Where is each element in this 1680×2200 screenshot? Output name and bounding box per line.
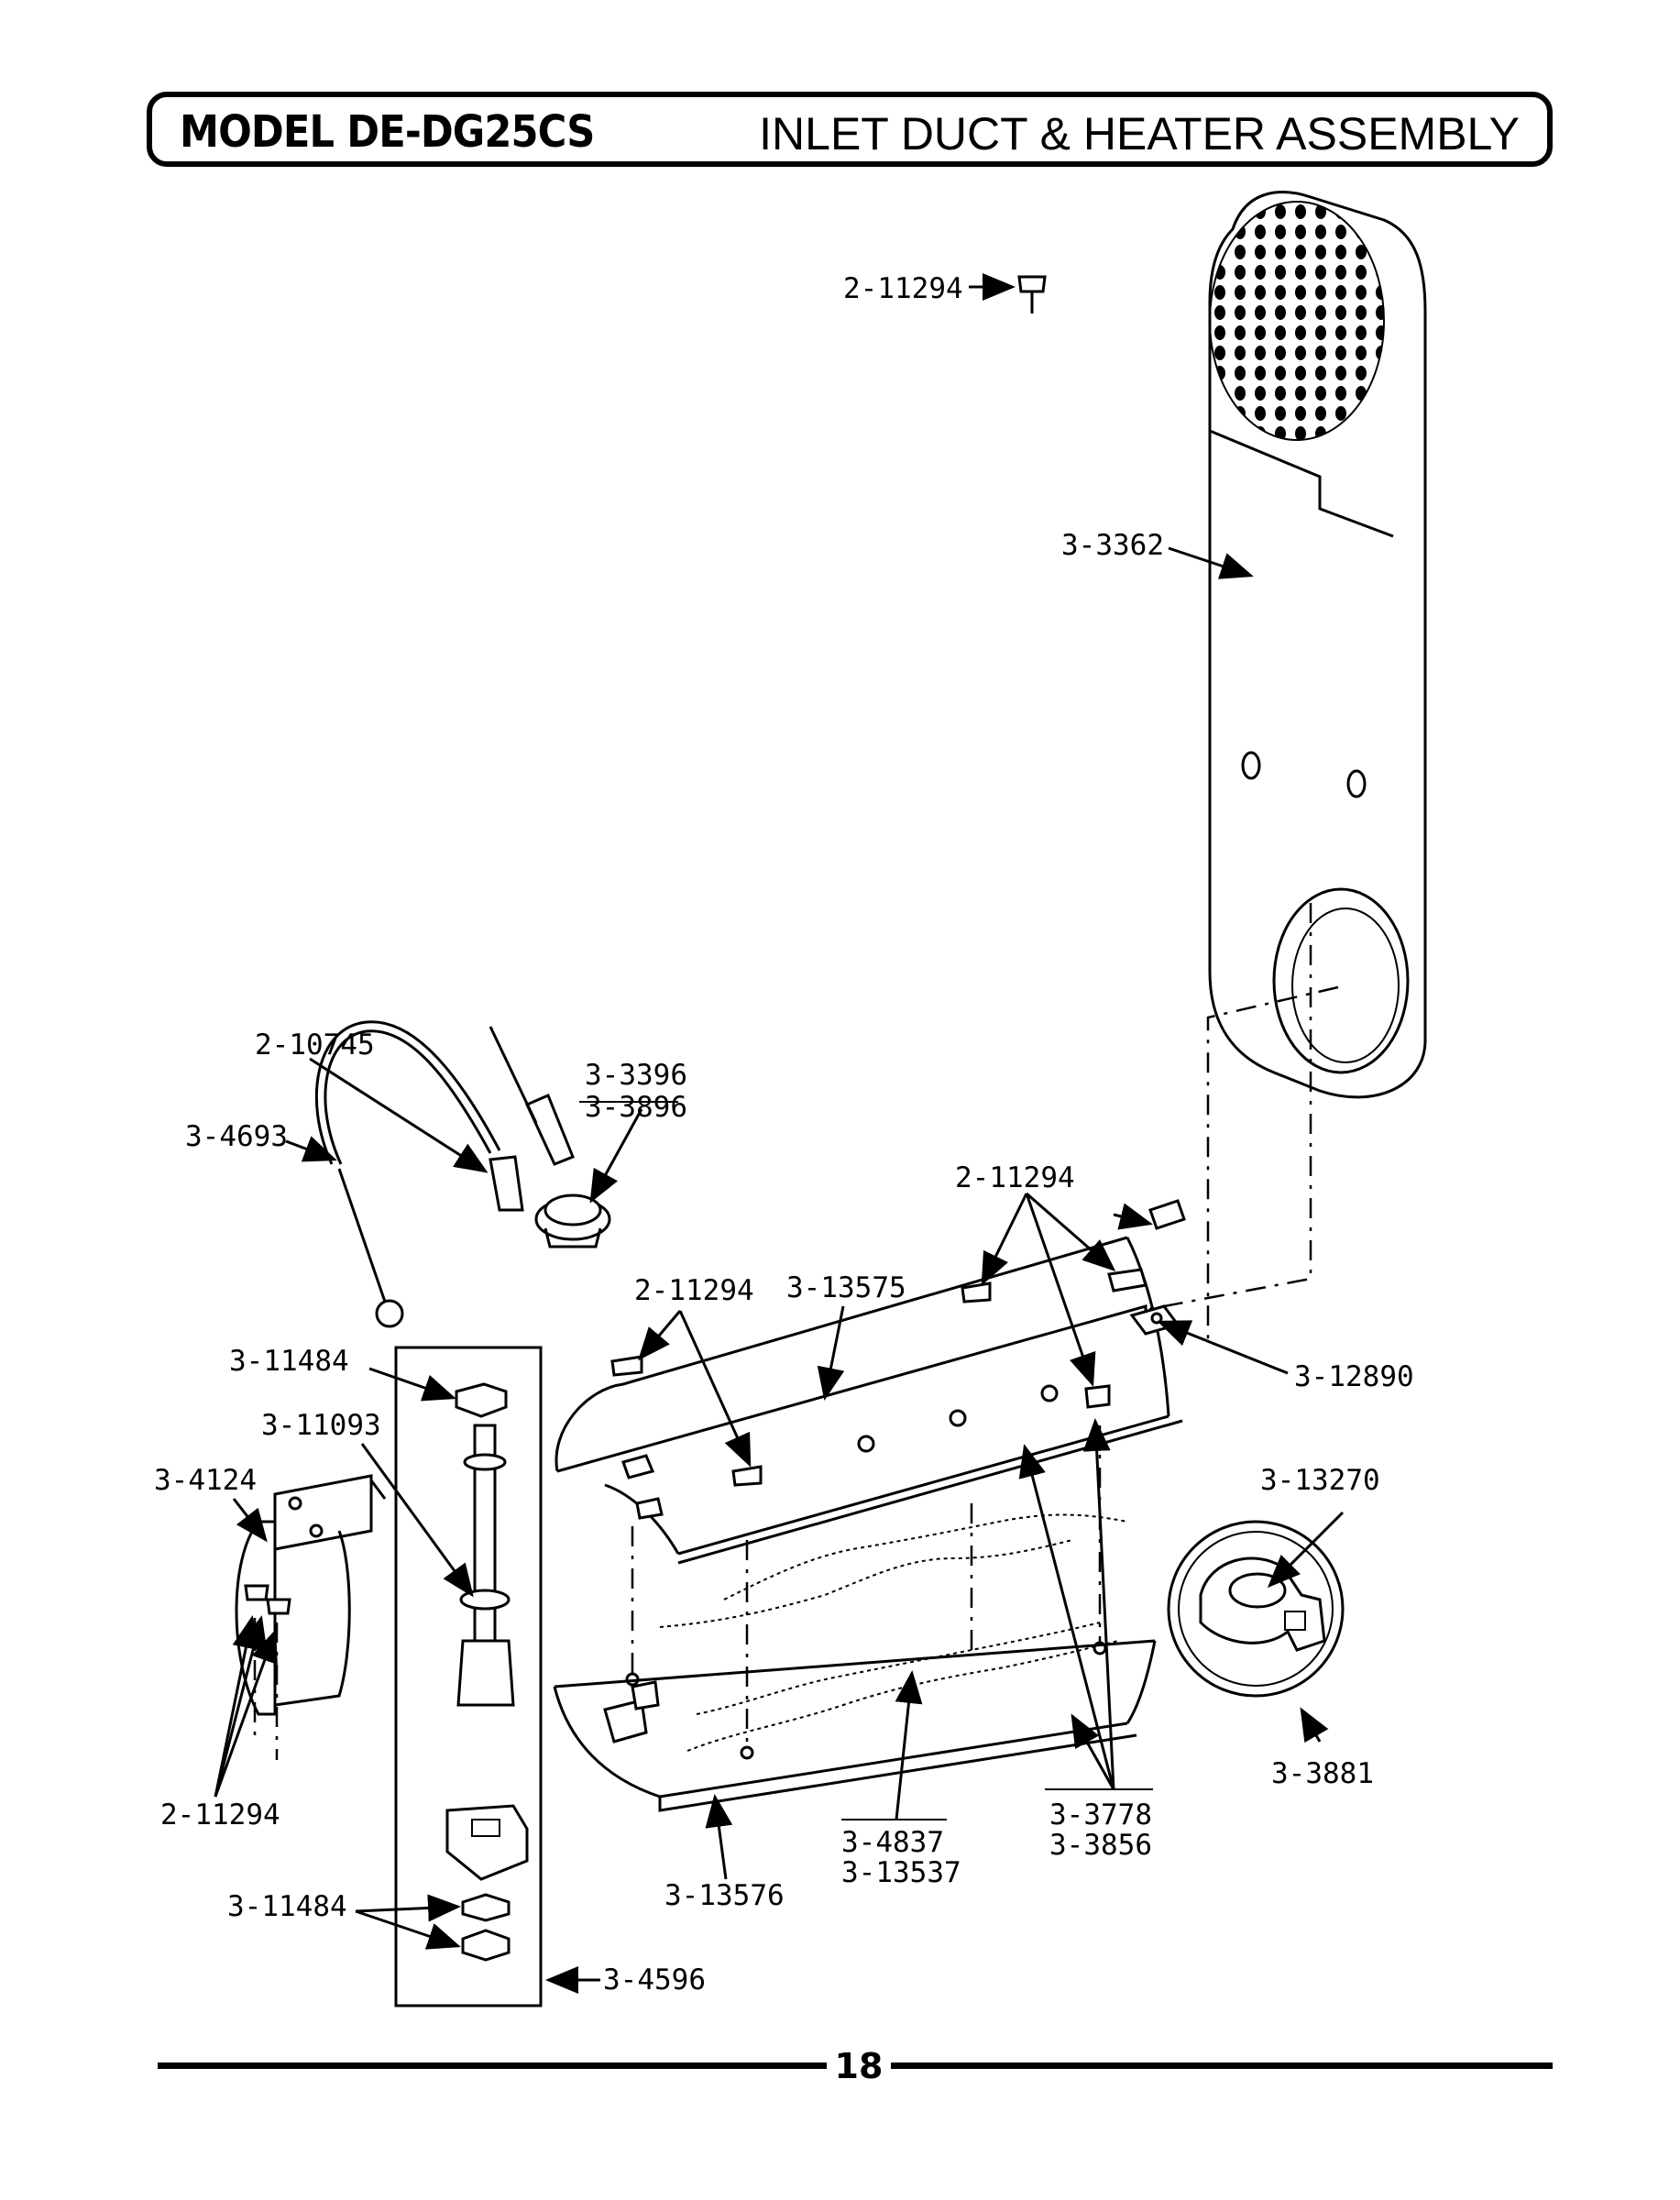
footer-rule-right	[891, 2062, 1553, 2069]
label-terminal: 2-10745	[255, 1028, 375, 1062]
inlet-duct	[1208, 191, 1427, 1099]
label-screws-mid: 2-11294	[634, 1274, 754, 1307]
label-element-a: 3-3778	[1049, 1798, 1152, 1832]
page-title: INLET DUCT & HEATER ASSEMBLY	[759, 108, 1520, 160]
label-mount-bracket: 3-4124	[154, 1464, 257, 1497]
footer-rule-left	[158, 2062, 827, 2069]
label-screws-right: 2-11294	[955, 1161, 1075, 1194]
heater-coils	[659, 1513, 1128, 1752]
label-thermostat-a: 3-3396	[585, 1059, 687, 1092]
label-stud: 3-11093	[261, 1409, 381, 1442]
label-screws-left: 2-11294	[160, 1798, 280, 1832]
thermostat-icon	[489, 1026, 611, 1248]
mount-bracket	[235, 1474, 387, 1716]
label-limit-control: 3-3881	[1271, 1757, 1374, 1790]
model-number: MODEL DE-DG25CS	[180, 106, 595, 158]
heater-screws	[610, 1199, 1186, 1520]
label-inlet-duct: 3-3362	[1061, 529, 1164, 562]
label-element-b: 3-3856	[1049, 1829, 1152, 1862]
label-terminal-kit: 3-4596	[603, 1964, 706, 1996]
label-top-screw: 2-11294	[843, 272, 963, 305]
label-bracket: 3-12890	[1294, 1360, 1414, 1393]
terminal-kit-box	[394, 1346, 543, 2008]
label-nut-bottom: 3-11484	[227, 1890, 347, 1923]
label-thermostat-b: 3-3896	[585, 1091, 687, 1124]
high-limit-control	[1167, 1520, 1345, 1698]
label-coil-b: 3-13537	[841, 1856, 961, 1889]
page-number: 18	[834, 2046, 884, 2086]
bracket-icon	[1129, 1304, 1180, 1336]
label-lower-cover: 3-13576	[664, 1879, 785, 1912]
leader-lines	[214, 273, 1345, 1994]
terminal-kit-parts	[445, 1382, 529, 1962]
label-upper-cover: 3-13575	[786, 1271, 906, 1304]
page-header: MODEL DE-DG25CS INLET DUCT & HEATER ASSE…	[147, 92, 1553, 167]
label-nut-top: 3-11484	[229, 1345, 349, 1378]
screw-icon	[1017, 275, 1047, 314]
label-coil-a: 3-4837	[841, 1826, 944, 1859]
heater-lower-cover	[553, 1639, 1157, 1812]
label-wire: 3-4693	[185, 1120, 288, 1153]
ground-wire	[314, 1020, 524, 1328]
label-limit: 3-13270	[1260, 1464, 1380, 1497]
